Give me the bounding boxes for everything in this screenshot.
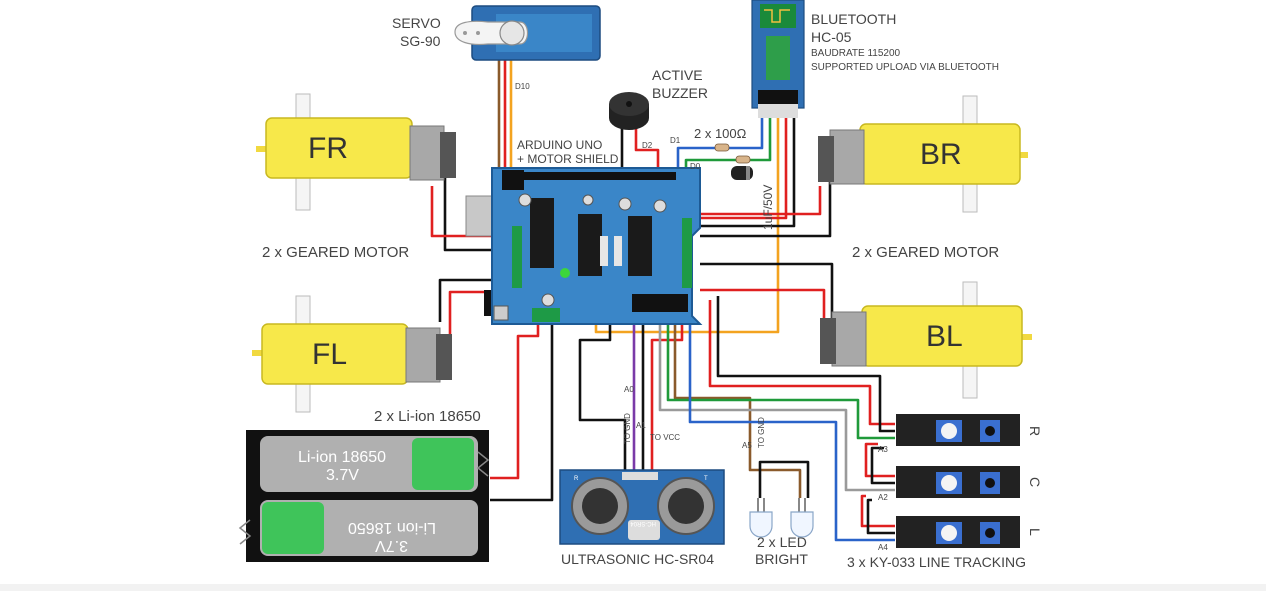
led-wire-black: [758, 460, 810, 498]
sensor-c-wire-gray: [658, 318, 895, 492]
sensor-l-wire-blue: [688, 318, 895, 542]
pin-d2-label: D2: [642, 141, 653, 150]
arduino-motor-shield: [465, 167, 703, 325]
pin-a0-label: A0: [624, 385, 634, 394]
resistors-label: 2 x 100Ω: [694, 126, 747, 141]
battery-wire-black: [490, 318, 554, 502]
motor-br-label: BR: [920, 138, 962, 171]
arduino-label-2: + MOTOR SHIELD: [517, 152, 619, 166]
led-to-gnd-label: TO GND: [757, 417, 766, 448]
battery-pack: [238, 430, 490, 562]
pin-d1-label: D1: [670, 136, 681, 145]
fr-wire-black: [443, 160, 500, 252]
geared-motor-right-label: 2 x GEARED MOTOR: [852, 244, 999, 261]
battery-cell-2-line-2: 3.7V: [375, 537, 408, 554]
pin-a4-label: A4: [878, 543, 888, 552]
fl-wire-red: [448, 290, 500, 338]
motor-fr-label: FR: [308, 132, 348, 165]
led-wire-brown: [673, 318, 802, 498]
ultrasonic-label: ULTRASONIC HC-SR04: [561, 551, 714, 567]
battery-cell-1-line-2: 3.7V: [326, 467, 359, 484]
pin-a3-label: A3: [878, 445, 888, 454]
sensor-r-label: R: [1027, 426, 1043, 436]
us-wire-black: [578, 318, 627, 470]
buzzer-wire-red: [634, 128, 660, 182]
buzzer-label-1: ACTIVE: [652, 67, 703, 83]
bt-wire-red: [700, 118, 788, 220]
led-label-2: BRIGHT: [755, 551, 808, 567]
pin-a1-label: A1: [636, 421, 646, 430]
batteries-label: 2 x Li-ion 18650: [374, 408, 481, 425]
arduino-label-1: ARDUINO UNO: [517, 138, 602, 152]
ultrasonic-module: [559, 469, 725, 545]
pin-a5-label: A5: [742, 441, 752, 450]
sensor-l-label: L: [1027, 528, 1043, 536]
servo-label-1: SERVO: [392, 15, 441, 31]
line-sensor-r: [896, 414, 1020, 446]
reset-button-icon: [493, 305, 509, 321]
sensor-c-label: C: [1027, 477, 1043, 487]
sensor-c-wire-black: [870, 446, 895, 485]
to-vcc-label: TO VCC: [650, 433, 680, 442]
line-sensor-l: [896, 516, 1020, 548]
br-wire-red: [700, 186, 822, 216]
buzzer-label-2: BUZZER: [652, 85, 708, 101]
resistor-2: [735, 155, 751, 164]
power-led-icon: [560, 268, 570, 278]
ultrasonic-t-label: T: [704, 476, 708, 482]
sensor-c-wire-red: [864, 442, 895, 478]
capacitor: [731, 166, 753, 180]
motor-br: [818, 95, 1028, 213]
bluetooth-label-1: BLUETOOTH: [811, 11, 896, 27]
servo-label-2: SG-90: [400, 33, 441, 49]
motor-bl: [820, 281, 1032, 399]
battery-wire-red: [490, 318, 540, 480]
sensor-r-wire-red: [708, 300, 895, 426]
pin-d10-label: D10: [515, 82, 530, 91]
geared-motor-left-label: 2 x GEARED MOTOR: [262, 244, 409, 261]
antenna-icon: [764, 9, 790, 23]
bluetooth-label-2: HC-05: [811, 29, 852, 45]
sensor-r-wire-green: [666, 318, 895, 440]
led-label-1: 2 x LED: [757, 534, 807, 550]
sensor-l-wire-black: [866, 498, 895, 535]
bluetooth-label-4: SUPPORTED UPLOAD VIA BLUETOOTH: [811, 62, 999, 73]
motor-fl-label: FL: [312, 338, 347, 371]
pin-a2-label: A2: [878, 493, 888, 502]
motor-fr: [256, 93, 456, 211]
line-sensor-c: [896, 466, 1020, 498]
labels: SERVO SG-90 BLUETOOTH HC-05 BAUDRATE 115…: [262, 11, 1043, 570]
wires: [430, 60, 895, 542]
ultrasonic-model-label: HC-SR04: [630, 520, 656, 526]
battery-cell-2-line-1: Li-ion 18650: [348, 519, 436, 536]
led-left: [749, 498, 773, 538]
bt-wire-black: [700, 118, 796, 228]
led-right: [790, 498, 814, 538]
bluetooth-hc05: [751, 0, 805, 118]
motor-bl-label: BL: [926, 320, 963, 353]
to-gnd-label: TO GND: [623, 413, 632, 444]
battery-cell-1-line-1: Li-ion 18650: [298, 449, 386, 466]
servo-sg90: [454, 5, 601, 61]
capacitor-label: 1uF/50V: [761, 185, 775, 230]
sensor-r-wire-black: [716, 296, 895, 433]
usb-port: [465, 195, 495, 237]
bottom-bar: [0, 584, 1266, 591]
pin-d0-label: D0: [690, 162, 701, 171]
motor-fl: [252, 295, 452, 413]
resistor-1: [714, 143, 730, 152]
ultrasonic-r-label: R: [574, 476, 579, 482]
bluetooth-label-3: BAUDRATE 115200: [811, 48, 901, 59]
line-tracking-label: 3 x KY-033 LINE TRACKING: [847, 554, 1026, 570]
sensor-l-wire-red: [860, 494, 895, 528]
fl-wire-black: [438, 278, 500, 322]
bl-wire-black: [700, 262, 834, 320]
active-buzzer: [609, 92, 649, 130]
